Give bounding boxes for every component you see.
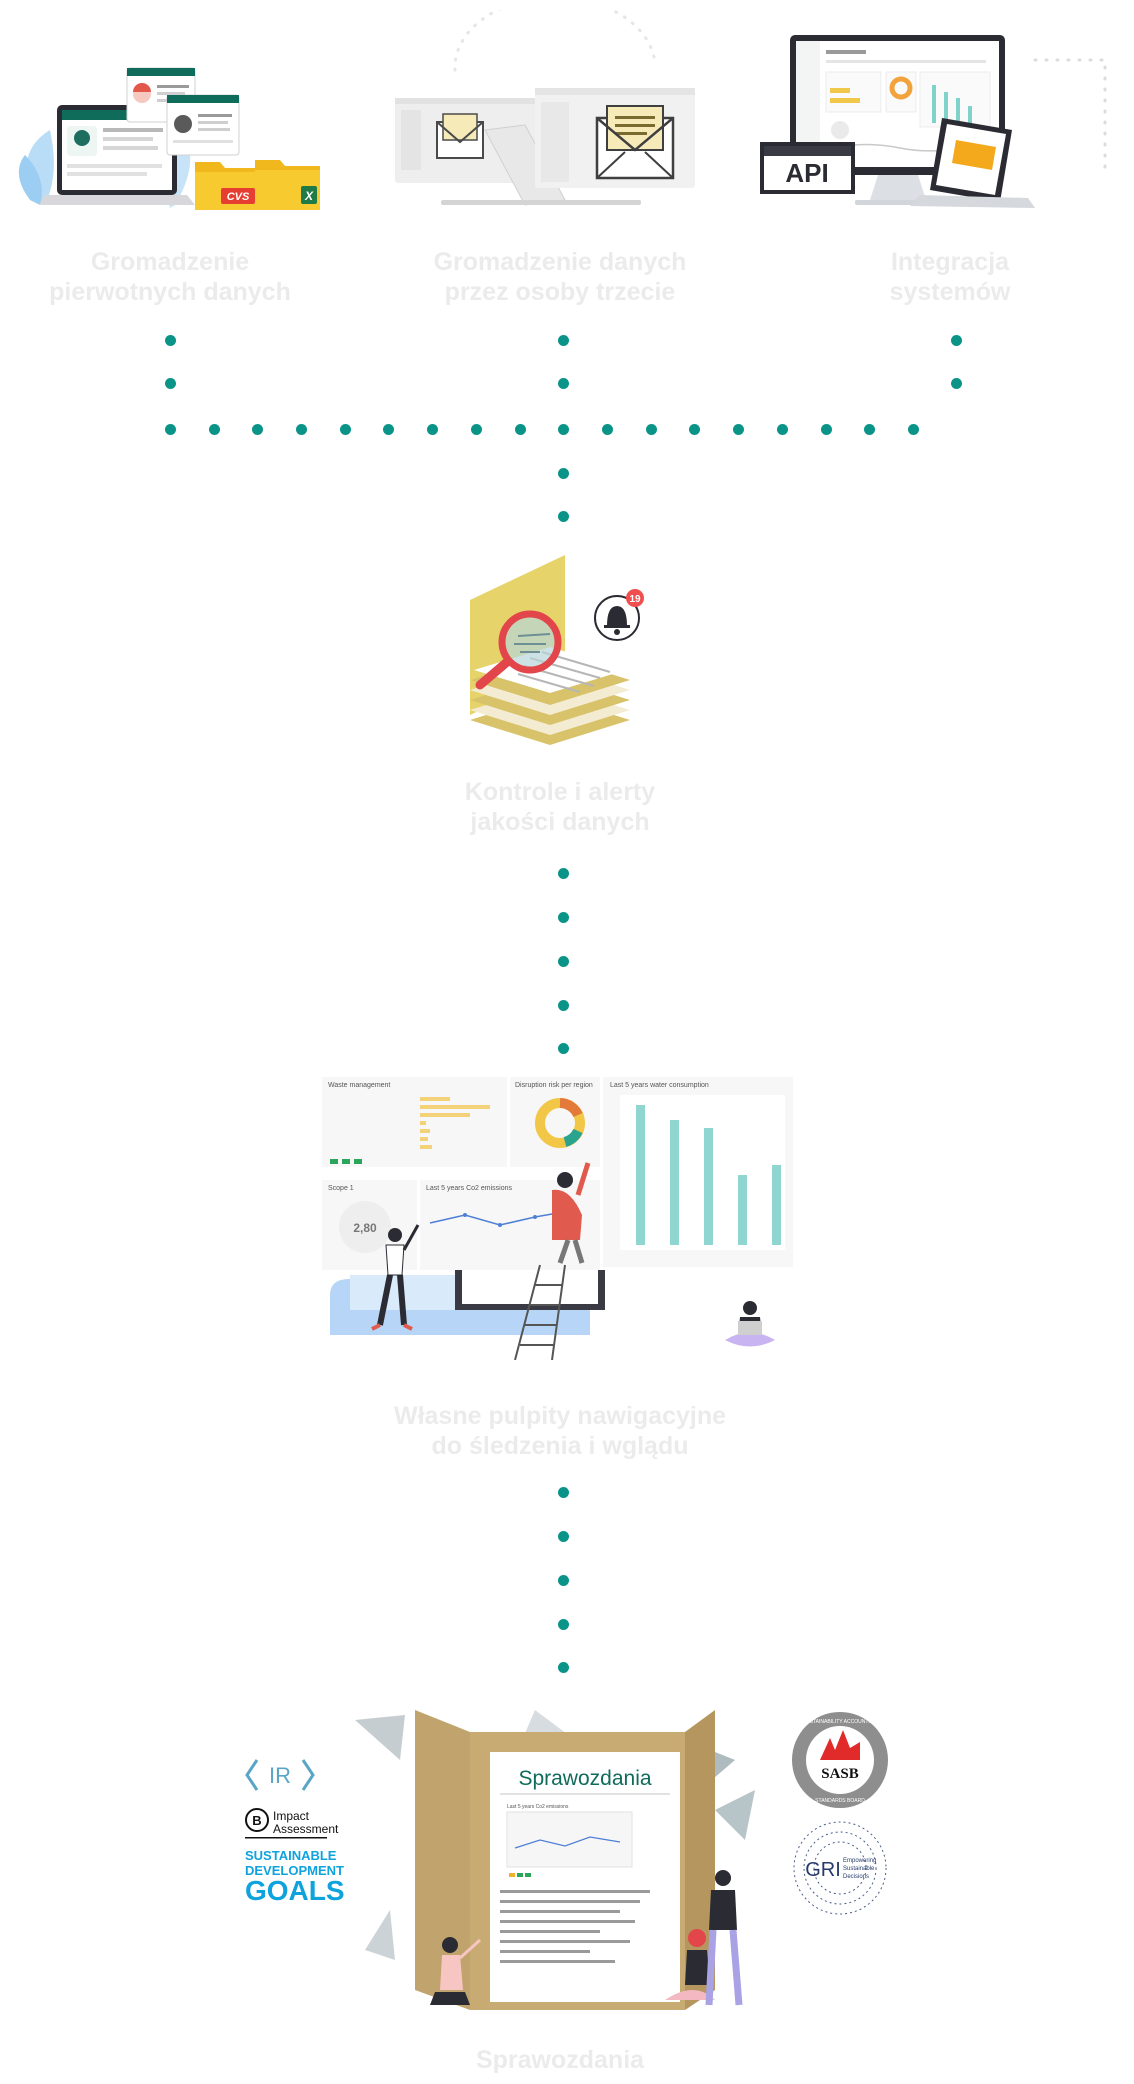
dashboards-illustration: Waste management Disruption risk per reg… [320,1075,795,1360]
step-label-reports: Sprawozdania [400,2045,720,2075]
connector-dot [339,423,351,435]
step-label-third-party-line2: przez osoby trzecie [444,278,676,306]
connector-dot [426,423,438,435]
step-label-integration: Integracja systemów [830,247,1070,307]
panel-title-scope: Scope 1 [328,1185,354,1192]
panel-title-water: Last 5 years water consumption [610,1082,709,1089]
connector-dot [164,377,176,389]
logo-gri-tag-2: Sustainable [843,1866,875,1872]
step-label-integration-line2: systemów [889,278,1011,306]
logo-impact-b: B [252,1813,261,1828]
connector-dot [557,377,569,389]
connector-dot [601,423,613,435]
quality-checks-illustration: 19 [460,550,660,750]
connector-dot [557,334,569,346]
connector-dot [557,1574,569,1586]
connector-dot [645,423,657,435]
logo-sasb-ring-bottom: STANDARDS BOARD [815,1798,865,1804]
step-label-primary-line1: Gromadzenie [90,248,250,276]
connector-dot [557,510,569,522]
connector-dot [950,377,962,389]
connector-dot [776,423,788,435]
step-label-dashboards-line2: do śledzenia i wglądu [431,1432,689,1460]
connector-dot [251,423,263,435]
connector-dot [557,1042,569,1054]
connector-dot [514,423,526,435]
board-title: Sprawozdania [518,1767,651,1790]
step-label-quality-line2: jakości danych [470,808,650,836]
cvs-badge: CVS [227,191,250,203]
step-label-integration-line1: Integracja [890,248,1010,276]
step-label-third-party-line1: Gromadzenie danych [433,248,687,276]
connector-dot [557,1486,569,1498]
third-party-data-illustration [385,10,705,215]
logo-sdg-line3: GOALS [245,1875,345,1906]
documents-magnifier-illustration: 19 [470,555,644,745]
monitor-api-illustration: API [760,35,1107,208]
panel-title-co2: Last 5 years Co2 emissions [426,1185,512,1192]
connector-dot [557,955,569,967]
envelopes-laptop-illustration [395,10,695,206]
laptop-profiles-illustration: CVS X [18,67,320,210]
system-integration-illustration: API [760,30,1120,215]
logo-ir: IR [269,1763,291,1788]
notification-badge: 19 [629,594,641,605]
panel-title-waste: Waste management [328,1082,390,1089]
logo-gri-tag-3: Decisions [843,1874,869,1880]
connector-dot [557,867,569,879]
connector-dot [557,911,569,923]
board-chart-title: Last 5 years Co2 emissions [507,1804,569,1810]
primary-data-illustration: CVS X [15,60,325,220]
connector-dot [557,1618,569,1630]
logo-sdg-line2: DEVELOPMENT [245,1863,344,1878]
panel-title-risk: Disruption risk per region [515,1082,593,1089]
step-label-quality-line1: Kontrole i alerty [464,778,656,806]
logo-sasb-ring-top: SUSTAINABILITY ACCOUNTING [803,1719,878,1725]
step-label-third-party: Gromadzenie danych przez osoby trzecie [400,247,720,307]
logo-impact-line2: Assessment [273,1822,339,1836]
connector-dot [382,423,394,435]
connector-dot [295,423,307,435]
connector-dot [688,423,700,435]
step-label-dashboards: Własne pulpity nawigacyjne do śledzenia … [340,1401,780,1461]
report-board-illustration: Sprawozdania Last 5 years Co2 emissions [245,1710,888,2010]
step-label-dashboards-line1: Własne pulpity nawigacyjne [393,1402,727,1430]
reports-illustration: Sprawozdania Last 5 years Co2 emissions [245,1700,895,2030]
connector-dot [164,423,176,435]
connector-dot [557,1661,569,1673]
connector-dot [470,423,482,435]
connector-dot [164,334,176,346]
connector-dot [557,1530,569,1542]
scope-stat: 2,80 [353,1221,377,1235]
connector-dot [950,334,962,346]
connector-dot [208,423,220,435]
dashboard-panels-illustration: Waste management Disruption risk per reg… [322,1077,793,1360]
logo-gri-tag-1: Empowering [843,1858,876,1864]
logo-sdg-line1: SUSTAINABLE [245,1848,337,1863]
logo-gri: GRI [805,1859,841,1881]
excel-badge: X [304,189,314,203]
step-label-primary: Gromadzenie pierwotnych danych [20,247,320,307]
step-label-quality: Kontrole i alerty jakości danych [400,777,720,837]
connector-dot [863,423,875,435]
connector-dot [820,423,832,435]
connector-dot [907,423,919,435]
logo-sasb: SASB [821,1766,859,1782]
step-label-primary-line2: pierwotnych danych [49,278,291,306]
step-label-reports-line1: Sprawozdania [475,2046,645,2074]
connector-dot [557,423,569,435]
logo-impact-line1: Impact [273,1809,310,1823]
connector-dot [557,999,569,1011]
connector-dot [557,467,569,479]
api-label: API [785,158,828,188]
connector-dot [732,423,744,435]
